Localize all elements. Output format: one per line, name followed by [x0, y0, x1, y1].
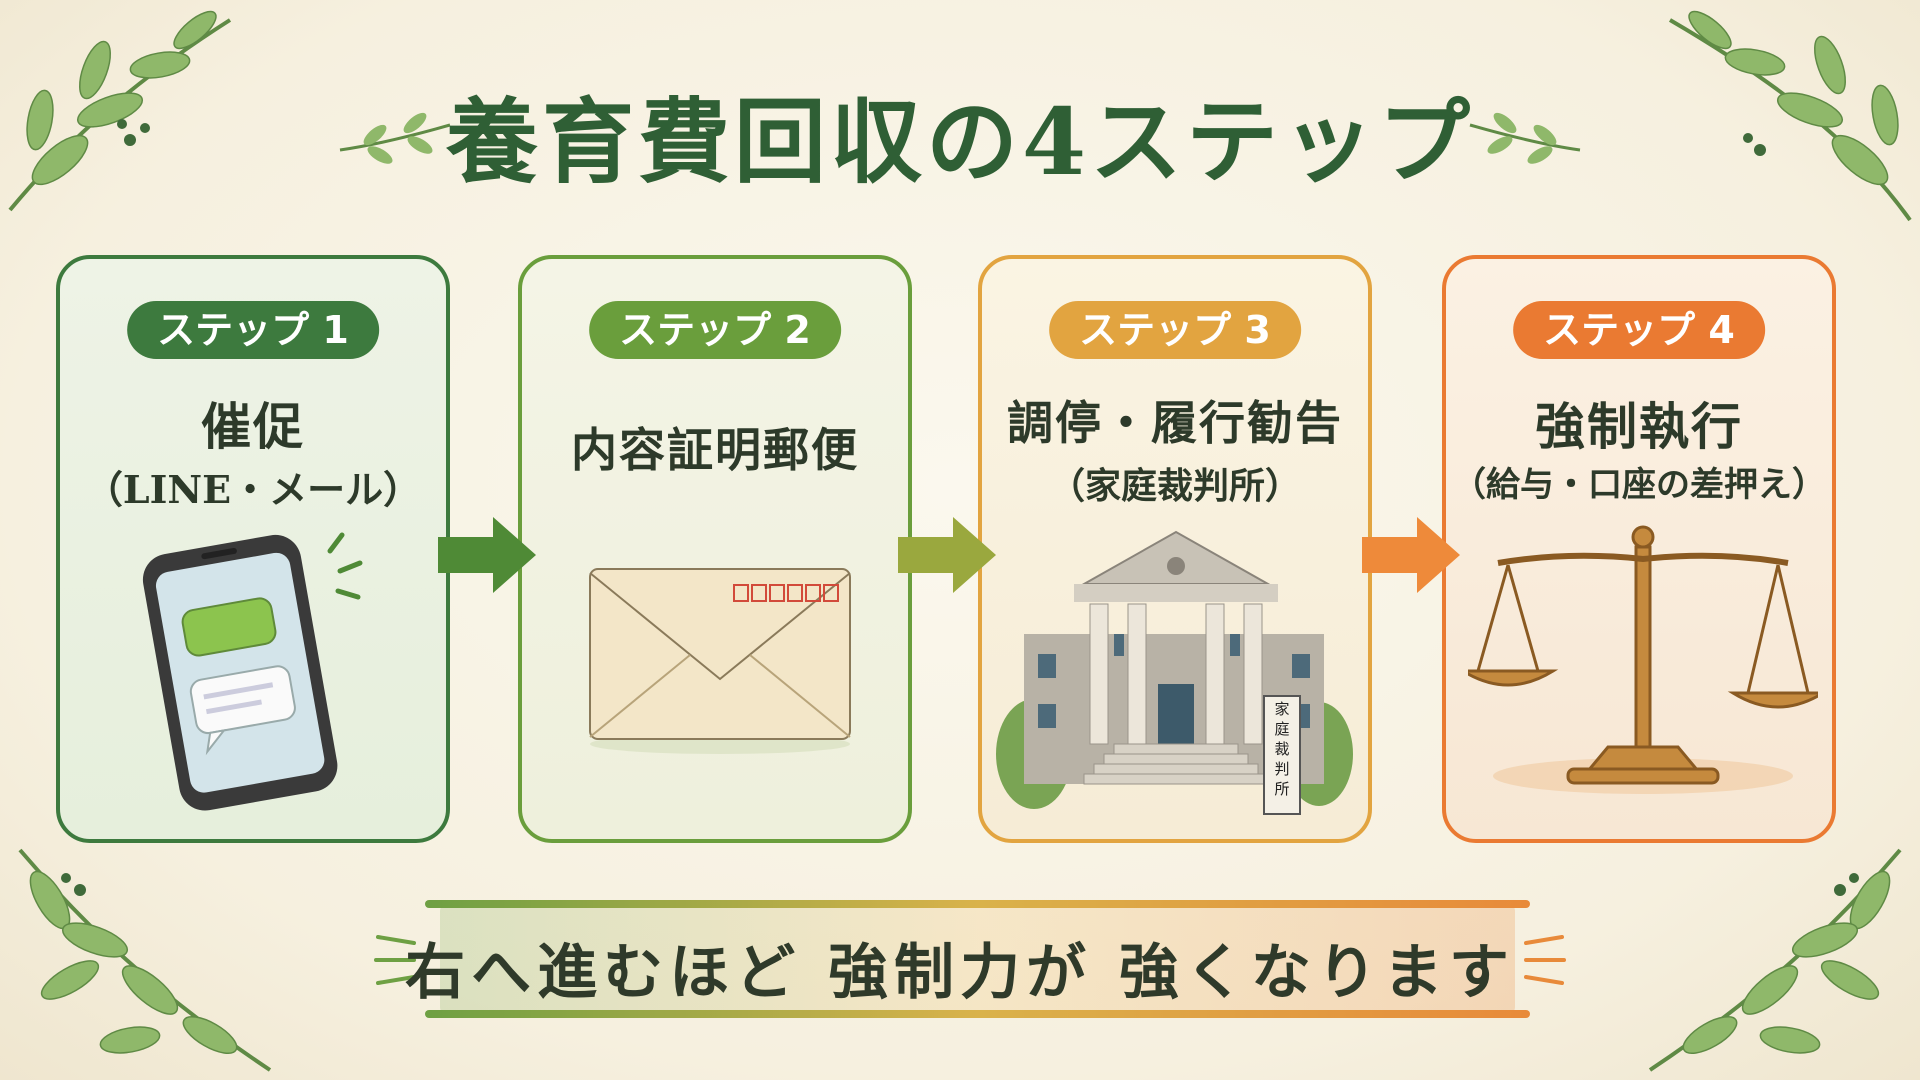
step-heading-3: 調停・履行勧告 — [1007, 396, 1343, 450]
step-badge-2: ステップ 2 — [589, 301, 841, 359]
step-heading-2: 内容証明郵便 — [571, 423, 859, 477]
arrow-right-icon-1 — [438, 517, 536, 593]
step-sub-1: （LINE・メール） — [84, 467, 422, 512]
step-sub-4: （給与・口座の差押え） — [1452, 465, 1826, 505]
leaf-decoration-bottom-left — [18, 848, 272, 1072]
envelope-icon — [589, 568, 851, 754]
courthouse-sign: 家庭裁判所 — [1274, 700, 1289, 798]
sprig-icon-right — [1469, 112, 1581, 164]
sprig-icon-left — [339, 112, 451, 164]
emphasis-ticks-right — [1524, 935, 1566, 985]
footer-band — [440, 903, 1515, 1015]
footer-line-bottom — [425, 1010, 1530, 1018]
step-card-2: ステップ 2 内容証明郵便 — [518, 255, 912, 843]
step-heading-4: 強制執行 — [1535, 397, 1743, 456]
smartphone-chat-icon — [142, 532, 363, 811]
step-card-3: ステップ 3 調停・履行勧告 （家庭裁判所） 家庭裁判所 — [978, 255, 1372, 843]
leaf-decoration-top-right — [1668, 10, 1912, 222]
leaf-decoration-top-left — [8, 10, 232, 212]
footer-line-top — [425, 900, 1530, 908]
step-sub-3: （家庭裁判所） — [1048, 465, 1301, 507]
step-card-4: ステップ 4 強制執行 （給与・口座の差押え） — [1442, 255, 1836, 843]
arrow-right-icon-2 — [898, 517, 996, 593]
step-heading-1: 催促 — [201, 397, 305, 456]
courthouse-icon: 家庭裁判所 — [996, 530, 1353, 815]
step-badge-1: ステップ 1 — [127, 301, 379, 359]
page-title: 養育費回収の4ステップ — [445, 88, 1474, 196]
footer-message: 右へ進むほど 強制力が 強くなります — [405, 938, 1515, 1008]
step-card-1: ステップ 1 催促 （LINE・メール） — [56, 255, 450, 843]
scales-of-justice-icon — [1468, 525, 1818, 794]
step-badge-3: ステップ 3 — [1049, 301, 1301, 359]
arrow-right-icon-3 — [1362, 517, 1460, 593]
step-badge-4: ステップ 4 — [1513, 301, 1765, 359]
emphasis-ticks-left — [374, 935, 416, 985]
leaf-decoration-bottom-right — [1648, 848, 1902, 1072]
